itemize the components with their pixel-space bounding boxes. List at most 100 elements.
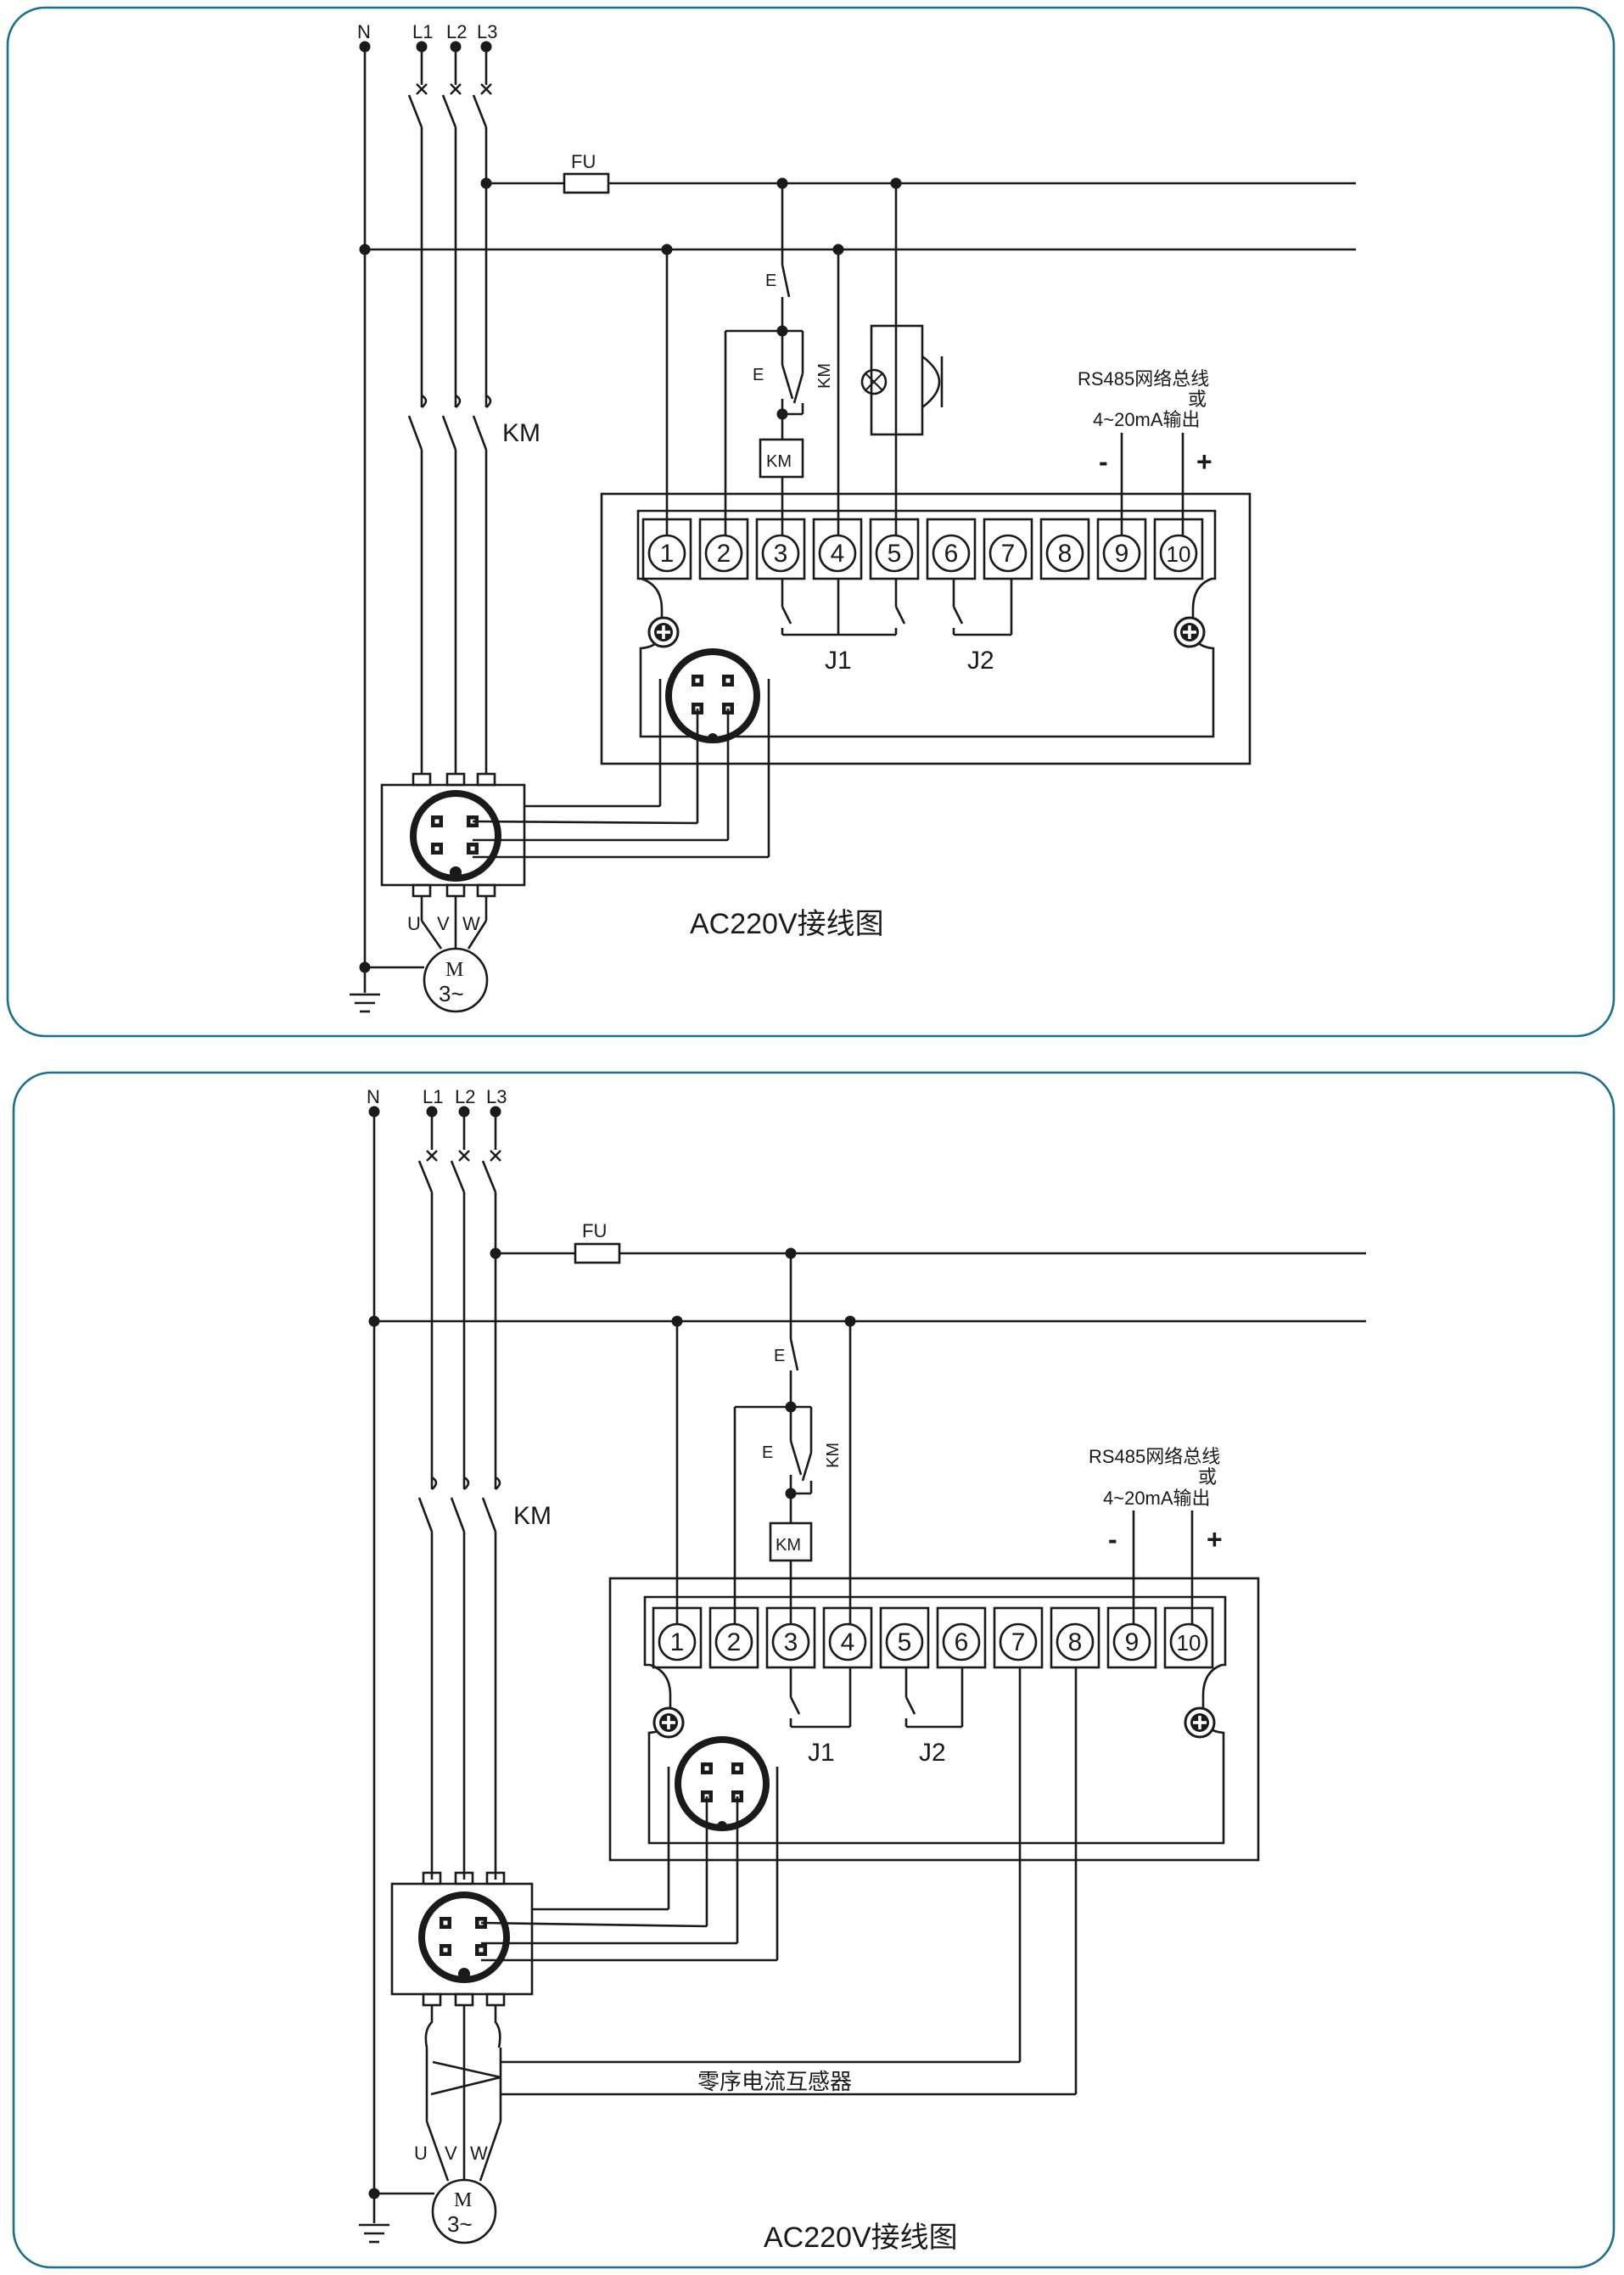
coil-label: KM [766,452,792,471]
motor-terminal-u: U [407,913,421,934]
diagram-title: AC220V接线图 [690,908,884,940]
minus-label: - [1108,1524,1117,1555]
motor-terminal-v: V [437,913,450,934]
terminal-circle [647,534,686,573]
terminal-circle [1102,534,1141,573]
zero-sequence-ct [424,2005,1076,2121]
start-button-label: E [762,1443,773,1462]
terminal-number-4: 4 [841,1628,855,1656]
power-lines [368,1106,1366,2194]
fuse-label: FU [582,1220,607,1241]
terminal-circle [761,534,800,573]
aux-contact-label: KM [815,363,834,389]
bus-label-3: 4~20mA输出 [1093,409,1201,430]
terminal-number-3: 3 [774,540,788,568]
terminal-circle [1056,1622,1095,1661]
terminal-number-2: 2 [727,1628,742,1656]
device-sensor-socket [667,1736,779,1960]
terminal-circle [1159,534,1198,573]
phase-label-l1: L1 [423,1086,443,1107]
terminal-circle [658,1622,697,1661]
terminal-box [708,1606,759,1669]
neutral-label: N [357,21,371,42]
minus-label: - [1099,446,1108,477]
power-lines [359,41,1356,967]
terminal-number-4: 4 [831,540,845,568]
terminal-circle [932,534,971,573]
stop-button-label: E [765,272,776,290]
motor-label-top: M [454,2189,472,2211]
terminal-circle [771,1622,810,1661]
terminal-circle [828,1622,867,1661]
motor-label-bottom: 3~ [447,2211,473,2237]
motor-terminal-v: V [445,2143,457,2164]
terminal-box [1096,518,1147,580]
diagram-panel-2: N L1 L2 L3 FU KM [12,1071,1616,2269]
motor [359,2121,502,2244]
diagram-panel-1: N L1 L2 L3 FU KM [6,6,1616,1038]
bus-label-2: 或 [1188,389,1207,410]
motor [350,896,489,1013]
terminal-box [822,1606,873,1669]
terminal-circle [714,1622,753,1661]
terminal-number-5: 5 [898,1628,912,1656]
motor-terminal-w: W [462,913,480,934]
relay-2-label: J2 [967,647,994,675]
protector-device [608,1577,1260,1862]
relay-1-label: J1 [825,647,852,675]
terminal-box [983,518,1033,580]
terminal-number-6: 6 [955,1628,969,1656]
terminal-box [993,1606,1044,1669]
bus-label-2: 或 [1198,1466,1217,1488]
terminal-number-6: 6 [944,540,959,568]
bus-label-1: RS485网络总线 [1078,368,1209,389]
aux-contact-label: KM [824,1443,843,1468]
terminal-circle [818,534,857,573]
terminal-number-2: 2 [717,540,731,568]
bus-label-1: RS485网络总线 [1089,1446,1220,1467]
terminal-circle [1045,534,1084,573]
terminal-circle [942,1622,981,1661]
panel-frame [6,6,1616,1038]
terminal-number-10: 10 [1177,1630,1201,1656]
current-transformer [380,772,769,898]
bus-label-3: 4~20mA输出 [1103,1488,1211,1509]
coil-label: KM [776,1536,801,1555]
diagram-title: AC220V接线图 [764,2222,958,2254]
terminal-number-1: 1 [660,540,675,568]
terminal-number-5: 5 [888,540,902,568]
motor-label-top: M [445,959,463,981]
terminal-box [879,1606,930,1669]
phase-labels: L1 L2 L3 [412,21,497,42]
device-sensor-socket [658,648,770,857]
plus-label: + [1196,446,1212,477]
terminal-number-1: 1 [670,1628,685,1656]
start-button-label: E [753,366,764,384]
terminal-number-9: 9 [1115,540,1129,568]
terminal-box [926,518,977,580]
terminal-circle [999,1622,1038,1661]
terminal-circle [1169,1622,1208,1661]
relay-contacts [781,579,1013,636]
terminal-box [1163,1606,1214,1669]
terminal-box [1106,1606,1157,1669]
terminal-box [1039,518,1090,580]
terminal-number-7: 7 [1011,1628,1026,1656]
contactor-label: KM [513,1502,552,1530]
current-transformer [390,1871,777,2007]
terminal-number-7: 7 [1001,540,1016,568]
motor-terminal-u: U [414,2143,428,2164]
terminal-box [698,518,749,580]
terminal-number-8: 8 [1068,1628,1083,1656]
phase-label-l2: L2 [455,1086,475,1107]
phase-label-l3: L3 [486,1086,507,1107]
terminal-circle [988,534,1028,573]
terminal-box [755,518,806,580]
terminal-box [652,1606,703,1669]
phase-label-l1: L1 [412,21,433,42]
phase-label-l3: L3 [477,21,497,42]
motor-terminal-w: W [470,2143,488,2164]
plus-label: + [1207,1524,1223,1555]
